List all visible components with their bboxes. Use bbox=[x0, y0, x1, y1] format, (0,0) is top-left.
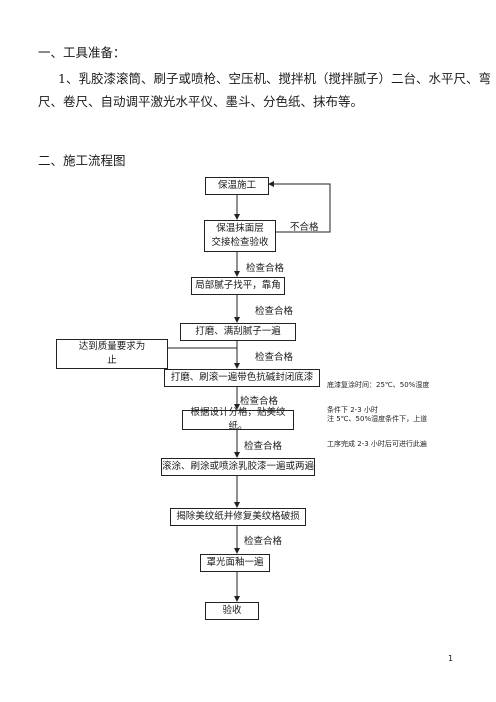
label-pass-2: 检查合格 bbox=[255, 306, 294, 317]
label-pass-4: 检查合格 bbox=[240, 396, 279, 407]
side-quality-line2: 止 bbox=[107, 355, 117, 366]
step-acceptance: 验收 bbox=[205, 602, 259, 620]
section-title-flow: 二、施工流程图 bbox=[38, 153, 126, 168]
tools-line-2: 尺、卷尺、自动调平激光水平仪、墨斗、分色纸、抹布等。 bbox=[38, 94, 364, 109]
section-title-tools: 一、工具准备： bbox=[38, 45, 126, 60]
label-pass-5: 检查合格 bbox=[244, 441, 283, 452]
note-after-process: 工序完成 2-3 小时后可进行此遍 bbox=[327, 440, 427, 448]
step-render-line: 保温抹面层 bbox=[216, 222, 264, 234]
step-primer: 打磨、刷滚一遍带色抗碱封闭底漆 bbox=[164, 369, 320, 387]
page-number: 1 bbox=[448, 654, 454, 663]
note-condition-2: 注 5℃、50%湿度条件下，上道 bbox=[327, 415, 428, 423]
side-quality-box: 达到质量要求为 止 bbox=[56, 339, 168, 369]
note-condition: 条件下 2-3 小时 bbox=[327, 406, 378, 414]
note-primer-time: 底漆复涂时间：25℃、50%湿度 bbox=[327, 381, 430, 389]
label-pass-1: 检查合格 bbox=[246, 263, 285, 274]
step-remove-tape: 揭除美纹纸并修复美纹格破损 bbox=[170, 508, 306, 526]
step-masking-tape: 根据设计分格，贴美纹纸。 bbox=[182, 407, 294, 432]
step-latex-paint: 滚涂、刷涂或喷涂乳胶漆一遍或两遍 bbox=[161, 458, 315, 476]
fail-loop-arrow bbox=[268, 181, 331, 233]
label-pass-3: 检查合格 bbox=[255, 352, 294, 363]
tools-line-1: 1、乳胶漆滚筒、刷子或喷枪、空压机、搅拌机（搅拌腻子）二台、水平尺、弯 bbox=[58, 71, 491, 86]
step-render-handover: 保温抹面层 交接检查验收 bbox=[204, 220, 276, 252]
step-sand-putty: 打磨、满刮腻子一遍 bbox=[180, 323, 296, 341]
label-pass-6: 检查合格 bbox=[244, 536, 283, 547]
step-insulation: 保温施工 bbox=[205, 177, 269, 195]
step-glaze: 罩光面釉一遍 bbox=[200, 554, 270, 572]
label-fail: 不合格 bbox=[290, 222, 319, 233]
step-local-putty: 局部腻子找平，靠角 bbox=[191, 277, 285, 295]
step-handover-line: 交接检查验收 bbox=[211, 237, 269, 248]
side-quality-line1: 达到质量要求为 bbox=[78, 340, 146, 352]
